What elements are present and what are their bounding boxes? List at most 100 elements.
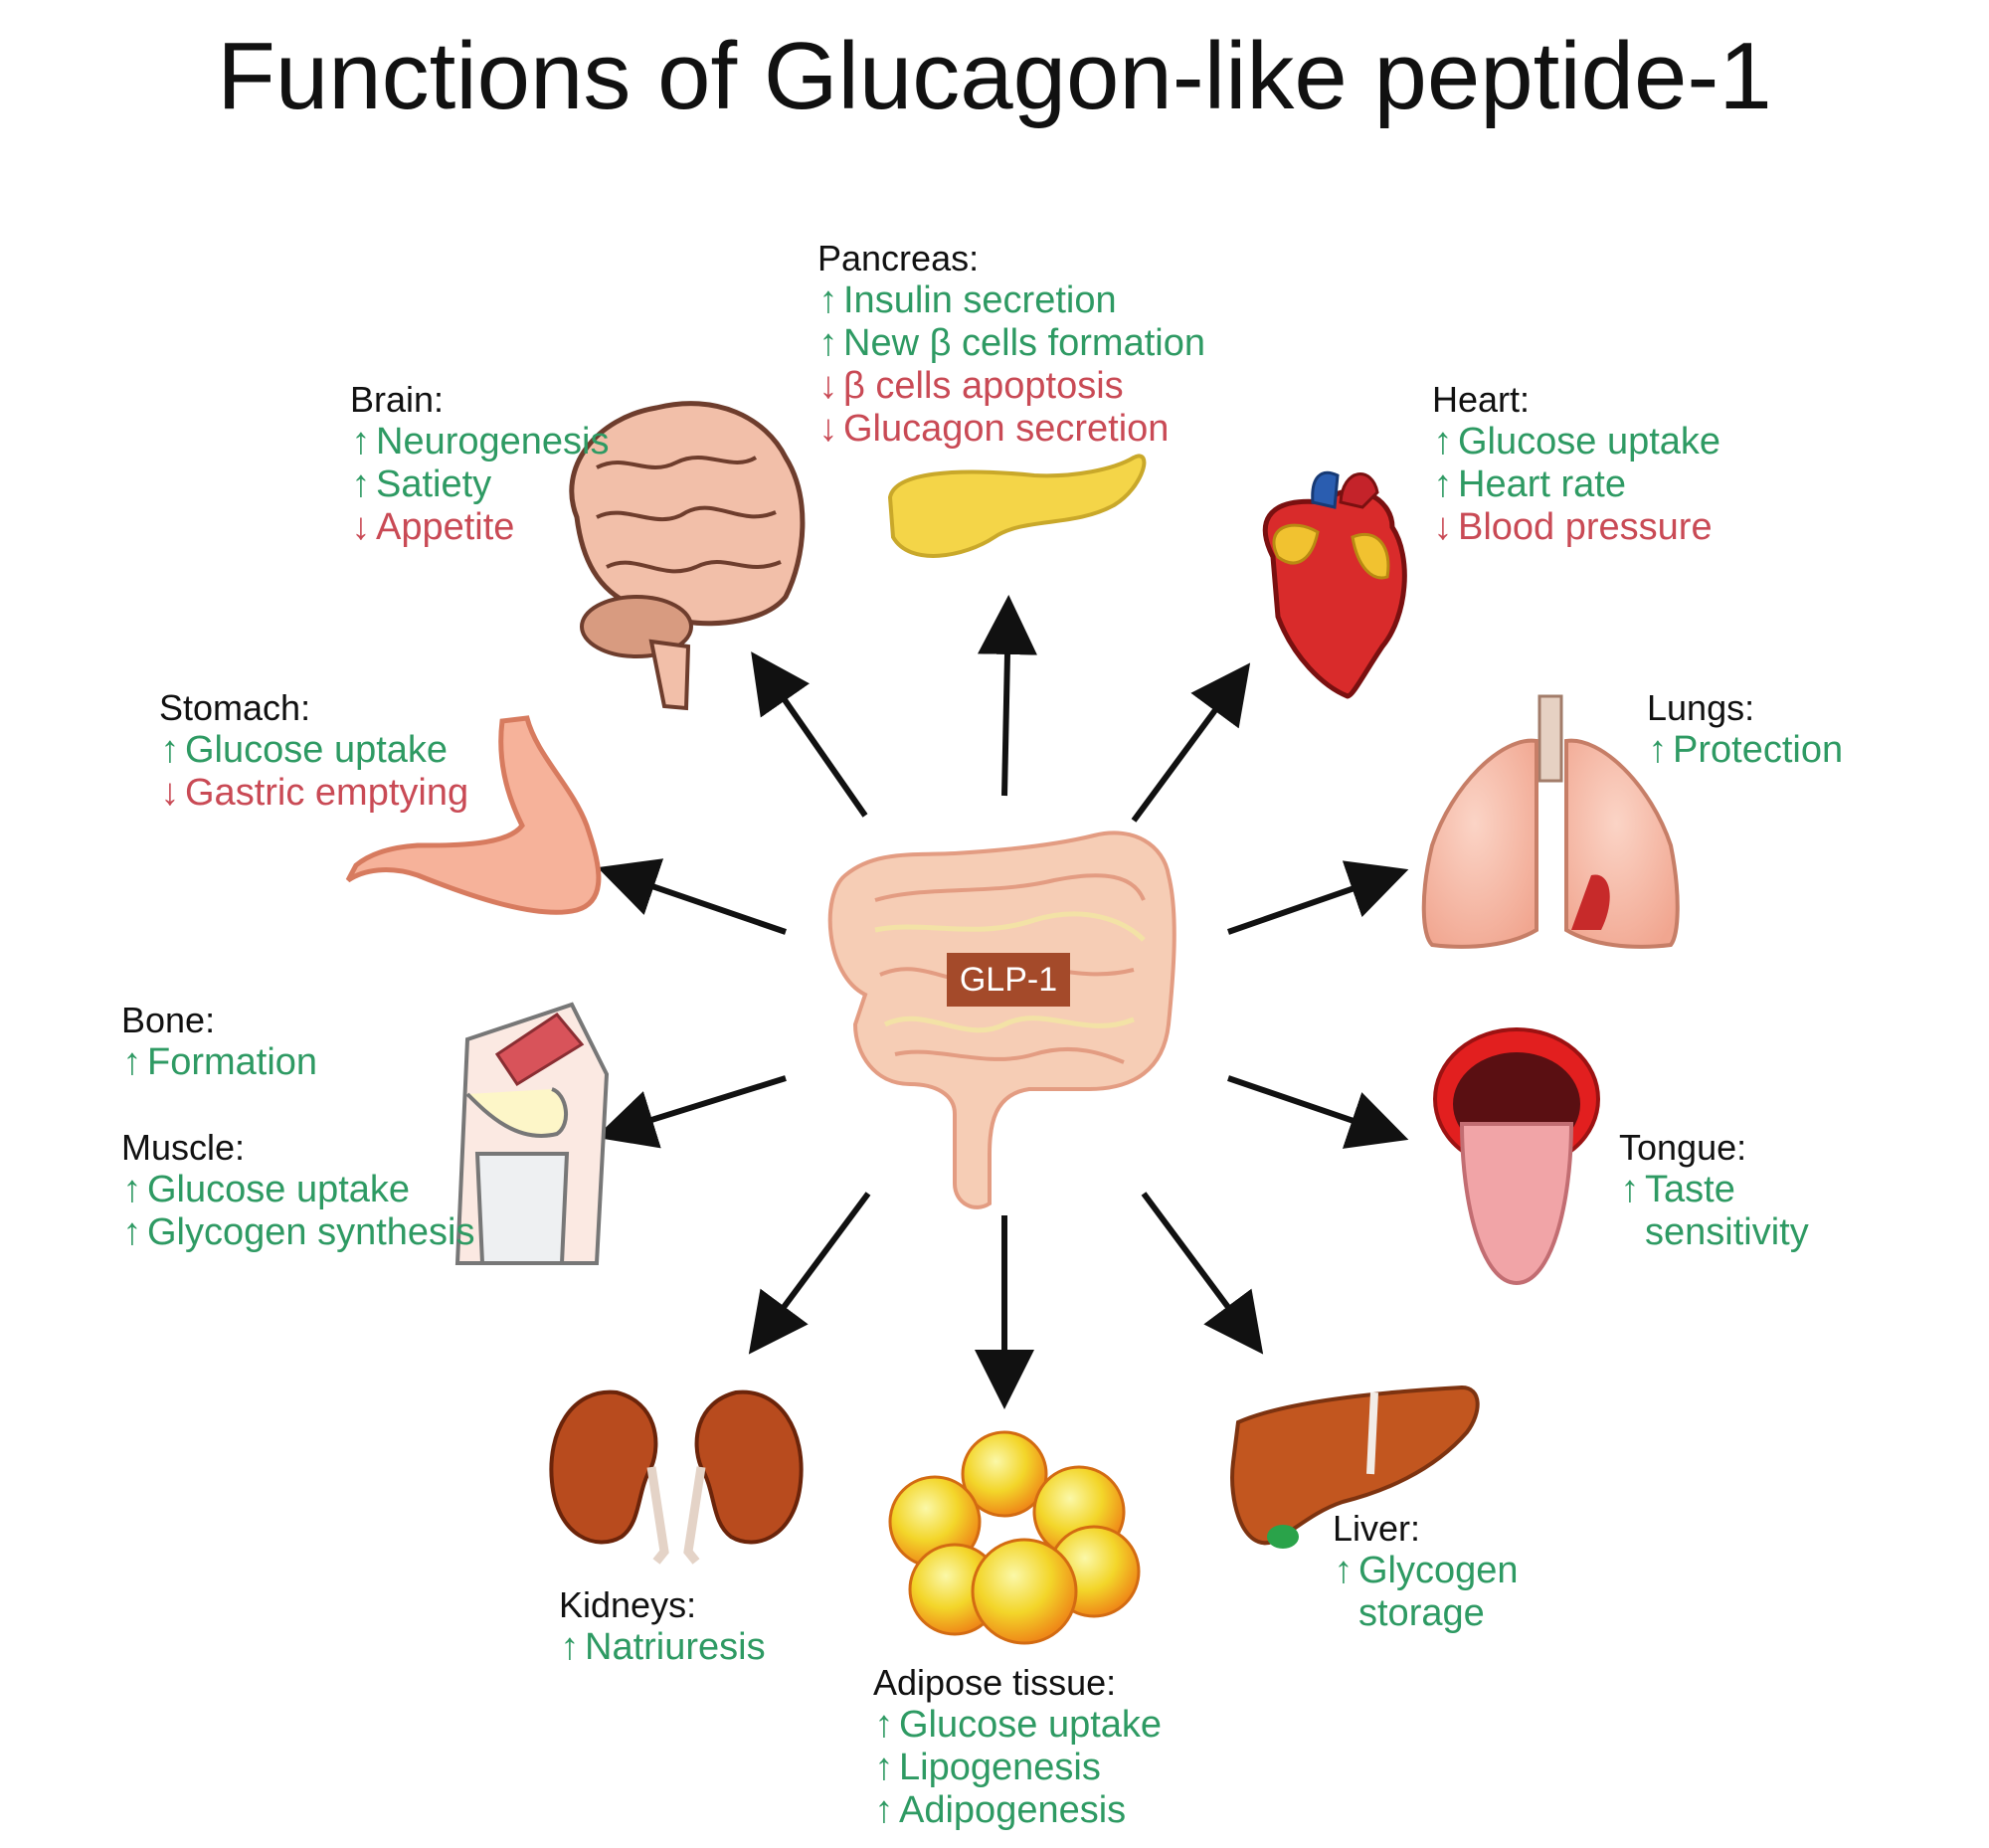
up-arrow-icon: ↑ — [122, 1211, 142, 1253]
adipose-effect-text: Adipogenesis — [899, 1789, 1127, 1831]
bone-heading: Bone: — [121, 1000, 216, 1040]
bone-effect-text: Formation — [147, 1041, 318, 1083]
pancreas-block: Pancreas:↑Insulin secretion↑New β cells … — [817, 237, 1205, 451]
stomach-effect-text: Glucose uptake — [185, 729, 449, 771]
arrow-to-brain — [751, 651, 868, 818]
liver-block: Liver:↑Glycogen↑storage — [1333, 1507, 1519, 1635]
adipose-effect: ↑Adipogenesis — [873, 1789, 1162, 1832]
tongue-effect: ↑sensitivity — [1619, 1211, 1809, 1254]
heart-illustration — [1262, 470, 1407, 699]
intestine-illustration — [827, 831, 1176, 1209]
stomach-effect: ↑Glucose uptake — [159, 729, 468, 772]
up-arrow-icon: ↑ — [122, 1169, 142, 1210]
down-arrow-icon: ↓ — [818, 365, 838, 407]
pancreas-effect: ↓Glucagon secretion — [817, 408, 1205, 451]
stomach-effect-text: Gastric emptying — [185, 772, 469, 814]
up-arrow-icon: ↑ — [818, 279, 838, 321]
brain-effect-text: Appetite — [376, 506, 515, 548]
kidneys-effect: ↑Natriuresis — [559, 1626, 766, 1669]
stomach-illustration — [345, 715, 602, 915]
tongue-block: Tongue:↑Taste↑sensitivity — [1619, 1126, 1809, 1254]
tongue-illustration — [1433, 1027, 1600, 1286]
kidneys-effect-text: Natriuresis — [585, 1626, 766, 1668]
up-arrow-icon: ↑ — [1648, 729, 1668, 771]
pancreas-effect: ↑New β cells formation — [817, 322, 1205, 365]
pancreas-effect: ↑Insulin secretion — [817, 279, 1205, 322]
up-arrow-icon: ↑ — [160, 729, 180, 771]
brain-illustration — [569, 401, 806, 711]
pancreas-effect-text: New β cells formation — [843, 322, 1205, 364]
pancreas-effect-text: Insulin secretion — [843, 279, 1117, 321]
page-title: Functions of Glucagon-like peptide-1 — [217, 23, 1772, 129]
brain-effect-text: Satiety — [376, 463, 492, 505]
tongue-effect-text: Taste — [1645, 1169, 1735, 1210]
kidneys-illustration — [549, 1389, 804, 1565]
glp1-center-label: GLP-1 — [947, 953, 1070, 1007]
tongue-effect-text: sensitivity — [1645, 1211, 1809, 1253]
up-arrow-icon: ↑ — [351, 421, 371, 462]
arrow-to-pancreas — [977, 595, 1037, 797]
arrow-to-kidneys — [748, 1192, 871, 1355]
arrow-to-tongue — [1227, 1075, 1409, 1149]
lungs-block: Lungs:↑Protection — [1647, 686, 1843, 772]
up-arrow-icon: ↑ — [1620, 1169, 1640, 1210]
pancreas-illustration — [887, 454, 1147, 558]
heart-effect-text: Heart rate — [1458, 463, 1626, 505]
muscle-block: Muscle:↑Glucose uptake↑Glycogen synthesi… — [121, 1126, 475, 1254]
lungs-effect: ↑Protection — [1647, 729, 1844, 772]
up-arrow-icon: ↑ — [874, 1704, 894, 1746]
liver-effect-text: Glycogen — [1358, 1550, 1519, 1591]
up-arrow-icon: ↑ — [874, 1747, 894, 1788]
muscle-effect-text: Glucose uptake — [147, 1169, 411, 1210]
heart-effect: ↓Blood pressure — [1432, 506, 1720, 549]
muscle-heading: Muscle: — [121, 1127, 246, 1168]
kidneys-block: Kidneys:↑Natriuresis — [559, 1583, 766, 1669]
muscle-effect-text: Glycogen synthesis — [147, 1211, 475, 1253]
brain-effect: ↑Neurogenesis — [350, 421, 610, 463]
up-arrow-icon: ↑ — [818, 322, 838, 364]
pancreas-effect-text: Glucagon secretion — [843, 408, 1170, 450]
arrow-to-muscle — [595, 1075, 787, 1149]
brain-effect: ↓Appetite — [350, 506, 609, 549]
liver-effect: ↑Glycogen — [1333, 1550, 1519, 1592]
arrow-to-heart — [1131, 662, 1251, 823]
up-arrow-icon: ↑ — [874, 1789, 894, 1831]
up-arrow-icon: ↑ — [122, 1041, 142, 1083]
pancreas-effect: ↓β cells apoptosis — [817, 365, 1205, 408]
brain-effect-text: Neurogenesis — [376, 421, 610, 462]
up-arrow-icon: ↑ — [1433, 463, 1453, 505]
heart-heading: Heart: — [1432, 379, 1531, 420]
down-arrow-icon: ↓ — [160, 772, 180, 814]
up-arrow-icon: ↑ — [351, 463, 371, 505]
adipose-effect: ↑Lipogenesis — [873, 1747, 1162, 1789]
stomach-heading: Stomach: — [159, 687, 311, 728]
stomach-block: Stomach:↑Glucose uptake↓Gastric emptying — [159, 686, 468, 815]
tongue-effect: ↑Taste — [1619, 1169, 1809, 1211]
lungs-effect-text: Protection — [1673, 729, 1844, 771]
liver-effect-text: storage — [1358, 1592, 1485, 1634]
muscle-effect: ↑Glycogen synthesis — [121, 1211, 475, 1254]
brain-block: Brain:↑Neurogenesis↑Satiety↓Appetite — [350, 378, 609, 549]
muscle-effect: ↑Glucose uptake — [121, 1169, 475, 1211]
bone-effect: ↑Formation — [121, 1041, 318, 1084]
up-arrow-icon: ↑ — [1334, 1550, 1354, 1591]
up-arrow-icon: ↑ — [560, 1626, 580, 1668]
pancreas-effect-text: β cells apoptosis — [843, 365, 1124, 407]
down-arrow-icon: ↓ — [1433, 506, 1453, 548]
lungs-heading: Lungs: — [1647, 687, 1755, 728]
heart-effect-text: Blood pressure — [1458, 506, 1713, 548]
adipose-heading: Adipose tissue: — [873, 1662, 1117, 1703]
adipose-illustration — [888, 1430, 1141, 1645]
heart-effect: ↑Heart rate — [1432, 463, 1720, 506]
pancreas-heading: Pancreas: — [817, 238, 980, 278]
liver-effect: ↑storage — [1333, 1592, 1519, 1635]
down-arrow-icon: ↓ — [351, 506, 371, 548]
liver-illustration — [1230, 1385, 1480, 1549]
adipose-effect: ↑Glucose uptake — [873, 1704, 1163, 1747]
down-arrow-icon: ↓ — [818, 408, 838, 450]
arrow-to-liver — [1141, 1192, 1264, 1355]
adipose-effect-text: Glucose uptake — [899, 1704, 1163, 1746]
liver-heading: Liver: — [1333, 1508, 1421, 1549]
adipose-effect-text: Lipogenesis — [899, 1747, 1101, 1788]
